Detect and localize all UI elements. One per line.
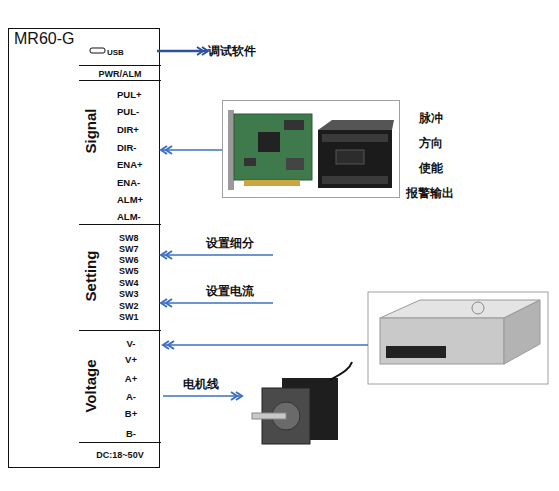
pin-name: SW3	[119, 289, 139, 299]
signal-function: 方向	[419, 135, 443, 152]
connector-arrow	[157, 47, 208, 55]
pin-name: SW4	[119, 278, 139, 288]
connector-arrow	[161, 146, 222, 154]
card-chip	[258, 132, 280, 152]
motor-wire	[163, 395, 242, 397]
signal-function: 使能	[419, 160, 443, 177]
plc-top	[318, 120, 394, 130]
psu-terminals	[386, 346, 446, 358]
motor-shaft	[252, 413, 286, 419]
card-chip	[284, 120, 304, 130]
arrow-head	[161, 146, 172, 154]
band-label: PWR/ALM	[99, 69, 142, 79]
pin-name: ENA+	[117, 159, 143, 170]
section-label: Voltage	[82, 359, 99, 412]
pin-name: A+	[125, 373, 137, 384]
arrow-head	[161, 299, 172, 307]
pin-name: B-	[126, 428, 136, 439]
connector-line	[157, 50, 208, 53]
pci-card	[234, 114, 312, 180]
connector-arrow	[161, 299, 273, 307]
signal-section: Signal PUL+ PUL- DIR+ DIR- ENA+ ENA- ALM+ ALM-	[79, 81, 161, 225]
model-name: MR60-G	[14, 30, 74, 48]
signal-function: 报警输出	[406, 185, 454, 202]
supply-rating: DC:18~50V	[96, 450, 143, 460]
section-label: Setting	[82, 251, 99, 302]
arrow-head	[231, 392, 242, 400]
pin-name: SW1	[119, 312, 139, 322]
plc-body	[318, 130, 392, 188]
pin-name: A-	[126, 391, 136, 402]
pin-name: ALM-	[117, 211, 141, 222]
driver-box: MR60-G USB PWR/ALM Signal PUL+ PUL- DIR+ DIR- EN…	[8, 28, 160, 468]
callout-text: 设置电流	[206, 283, 254, 300]
controller-picture: 脉冲方向使能报警输出	[222, 100, 400, 198]
power-wire	[163, 344, 368, 346]
pin-name: SW5	[119, 266, 139, 276]
pin-name: PUL+	[117, 89, 142, 100]
card-bracket	[228, 110, 234, 190]
software-target: 调试软件	[208, 42, 272, 60]
connector-arrow	[161, 251, 273, 259]
section-label: Signal	[82, 108, 99, 153]
card-edge-connector	[244, 180, 300, 186]
usb-port: USB	[87, 45, 157, 59]
pin-name: V-	[127, 338, 136, 349]
target-label: 调试软件	[208, 43, 256, 60]
arrow-head	[163, 341, 174, 349]
callout-text: 设置细分	[206, 235, 254, 252]
psu-fan	[472, 302, 484, 314]
usb-port-icon	[90, 48, 105, 53]
picture-frame	[368, 292, 548, 384]
setting-section: Setting SW8SW7SW6SW5SW4SW3SW2SW1	[79, 225, 161, 331]
psu-front	[380, 318, 504, 364]
connector-line	[161, 149, 222, 151]
pin-name: SW2	[119, 301, 139, 311]
pin-name: B+	[125, 408, 137, 419]
pin-name: SW6	[119, 255, 139, 265]
plc-terminals	[322, 176, 388, 184]
wire-label: 电机线	[183, 376, 219, 393]
pin-name: V+	[125, 354, 137, 365]
psu-side	[504, 300, 540, 364]
signal-function: 脉冲	[419, 110, 443, 127]
pin-name: SW7	[119, 244, 139, 254]
status-band: PWR/ALM	[79, 65, 161, 81]
plc-terminals	[322, 134, 388, 142]
connector-line	[161, 302, 273, 304]
arrow-head	[161, 251, 172, 259]
card-chip	[244, 158, 256, 166]
port-label: USB	[107, 48, 124, 57]
setting-callout: 设置细分	[203, 234, 273, 258]
pin-name: DIR-	[117, 142, 137, 153]
pin-name: ALM+	[117, 194, 143, 205]
pin-name: DIR+	[117, 124, 139, 135]
pin-name: SW8	[119, 233, 139, 243]
arrow-head	[197, 47, 208, 55]
card-chip	[286, 158, 304, 170]
voltage-section: Voltage V- V+ A+ A- B+ B-	[79, 331, 161, 443]
supply-band: DC:18~50V	[79, 443, 161, 467]
plc-panel	[336, 150, 364, 164]
pin-name: PUL-	[117, 106, 139, 117]
pin-name: ENA-	[117, 177, 140, 188]
motor-leads	[330, 362, 352, 380]
setting-callout: 设置电流	[203, 282, 273, 306]
connector-line	[161, 254, 273, 256]
